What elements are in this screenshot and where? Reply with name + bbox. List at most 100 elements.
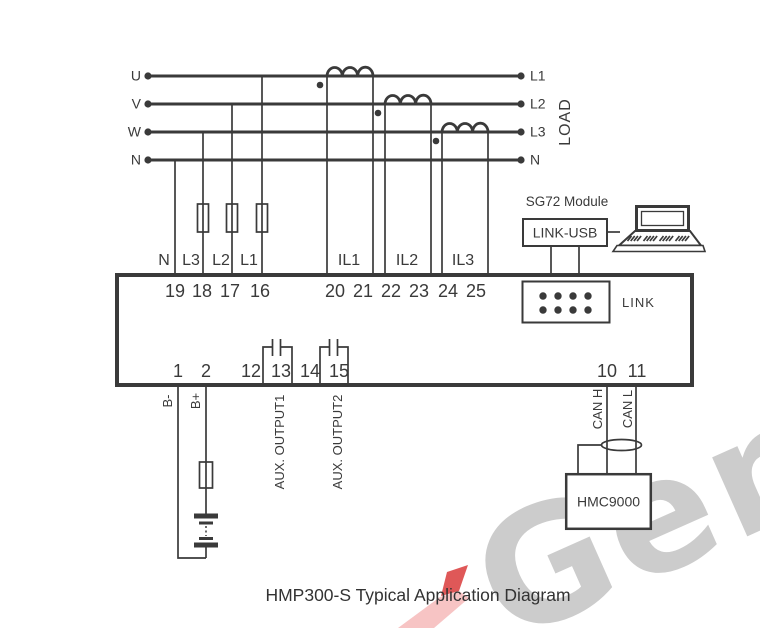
line-end-dot — [144, 100, 152, 108]
phase-label-u: U — [131, 68, 141, 84]
terminal-17: 17 — [220, 281, 240, 301]
terminal-10: 10 — [597, 361, 617, 381]
terminal-label-l3: L3 — [182, 252, 200, 269]
ct1-coil — [325, 65, 375, 77]
can-h-label: CAN H — [590, 389, 605, 429]
hmc9000-label: HMC9000 — [577, 494, 640, 510]
pin-dot — [539, 306, 547, 314]
voltage-tap-wires — [174, 76, 269, 275]
line-end-dot — [517, 128, 525, 136]
terminal-24: 24 — [438, 281, 458, 301]
bottom-wire-labels: B- B+ AUX. OUTPUT1 AUX. OUTPUT2 CAN H CA… — [160, 389, 635, 490]
terminal-label-il2: IL2 — [396, 252, 418, 269]
ct1-polarity-dot — [316, 81, 324, 89]
pin-dot — [584, 306, 592, 314]
diagram-title: HMP300-S Typical Application Diagram — [265, 585, 571, 605]
line-end-dot — [517, 72, 525, 80]
terminal-13: 13 — [271, 361, 291, 381]
laptop-screen-inner — [640, 210, 685, 227]
shield-drain-wire — [577, 444, 602, 473]
top-terminal-labels: N L3 L2 L1 IL1 IL2 IL3 — [158, 252, 474, 269]
line-end-dot — [144, 128, 152, 136]
terminal-18: 18 — [192, 281, 212, 301]
sg72-module-label: SG72 Module — [526, 194, 609, 209]
pin-dot — [569, 306, 577, 314]
can-l-label: CAN L — [620, 390, 635, 428]
pin-dot — [554, 292, 562, 300]
load-label: LOAD — [557, 98, 574, 146]
laptop-keyboard — [616, 230, 704, 247]
pin-dot — [554, 306, 562, 314]
link-connector: LINK — [521, 280, 655, 324]
b-minus-label: B- — [160, 395, 175, 408]
terminal-label-il1: IL1 — [338, 252, 360, 269]
terminal-25: 25 — [466, 281, 486, 301]
line-end-dot — [144, 156, 152, 164]
link-connector-pins — [539, 292, 592, 314]
aux1-contact-frame — [262, 346, 293, 385]
phase-label-w: W — [128, 124, 142, 140]
terminal-11: 11 — [628, 361, 647, 381]
line-end-dot — [517, 100, 525, 108]
link-connector-outline — [521, 280, 611, 324]
b-plus-label: B+ — [188, 393, 203, 409]
b-minus-wire — [177, 385, 206, 559]
terminal-20: 20 — [325, 281, 345, 301]
ct2-coil — [383, 93, 433, 105]
terminal-label-l1: L1 — [240, 252, 258, 269]
terminal-1: 1 — [173, 361, 183, 381]
phase-label-n-right: N — [530, 152, 540, 168]
link-usb-box — [522, 218, 608, 247]
fuse-l1 — [255, 203, 269, 233]
sg72-module: SG72 Module LINK-USB — [522, 194, 620, 275]
laptop-keys — [626, 235, 690, 242]
terminal-14: 14 — [300, 361, 320, 381]
can-branch: HMC9000 — [564, 385, 653, 531]
pin-dot — [569, 292, 577, 300]
terminal-19: 19 — [165, 281, 185, 301]
battery-branch — [177, 385, 218, 559]
line-end-dot — [517, 156, 525, 164]
phase-label-l2: L2 — [530, 96, 546, 112]
watermark-ribbon-light — [398, 591, 469, 628]
watermark-ribbon-dark — [441, 565, 468, 596]
hmc9000-box — [564, 472, 653, 531]
bottom-terminal-numbers: 1 2 12 13 14 15 10 11 — [173, 361, 646, 381]
phase-bus-lines — [144, 72, 525, 164]
terminal-12: 12 — [241, 361, 261, 381]
battery-fuse — [198, 461, 214, 489]
pin-dot — [539, 292, 547, 300]
ct3-coil — [440, 121, 490, 133]
aux-output2-label: AUX. OUTPUT2 — [330, 395, 345, 490]
aux1-contact-plates — [271, 339, 282, 356]
phase-label-v: V — [132, 96, 142, 112]
phase-label-n-left: N — [131, 152, 141, 168]
aux-output1-label: AUX. OUTPUT1 — [272, 395, 287, 490]
line-end-dot — [144, 72, 152, 80]
terminal-label-n: N — [158, 252, 170, 269]
terminal-label-l2: L2 — [212, 252, 230, 269]
laptop-icon — [611, 205, 707, 253]
terminal-22: 22 — [381, 281, 401, 301]
terminal-21: 21 — [353, 281, 373, 301]
terminal-label-il3: IL3 — [452, 252, 474, 269]
link-usb-label: LINK-USB — [533, 225, 598, 241]
ct3-polarity-dot — [432, 137, 440, 145]
fuse-l3 — [196, 203, 210, 233]
fuse-l2 — [225, 203, 239, 233]
aux-output-contacts — [262, 339, 349, 385]
pin-dot — [584, 292, 592, 300]
phase-label-l1: L1 — [530, 68, 546, 84]
terminal-2: 2 — [201, 361, 211, 381]
ct2-polarity-dot — [374, 109, 382, 117]
terminal-23: 23 — [409, 281, 429, 301]
phase-label-l3: L3 — [530, 124, 546, 140]
link-label: LINK — [622, 295, 655, 310]
top-terminal-numbers: 19 18 17 16 20 21 22 23 24 25 — [165, 281, 486, 301]
phase-labels: U V W N L1 L2 L3 N LOAD — [128, 68, 574, 168]
aux2-contact-plates — [328, 339, 339, 356]
aux2-contact-frame — [319, 346, 349, 385]
